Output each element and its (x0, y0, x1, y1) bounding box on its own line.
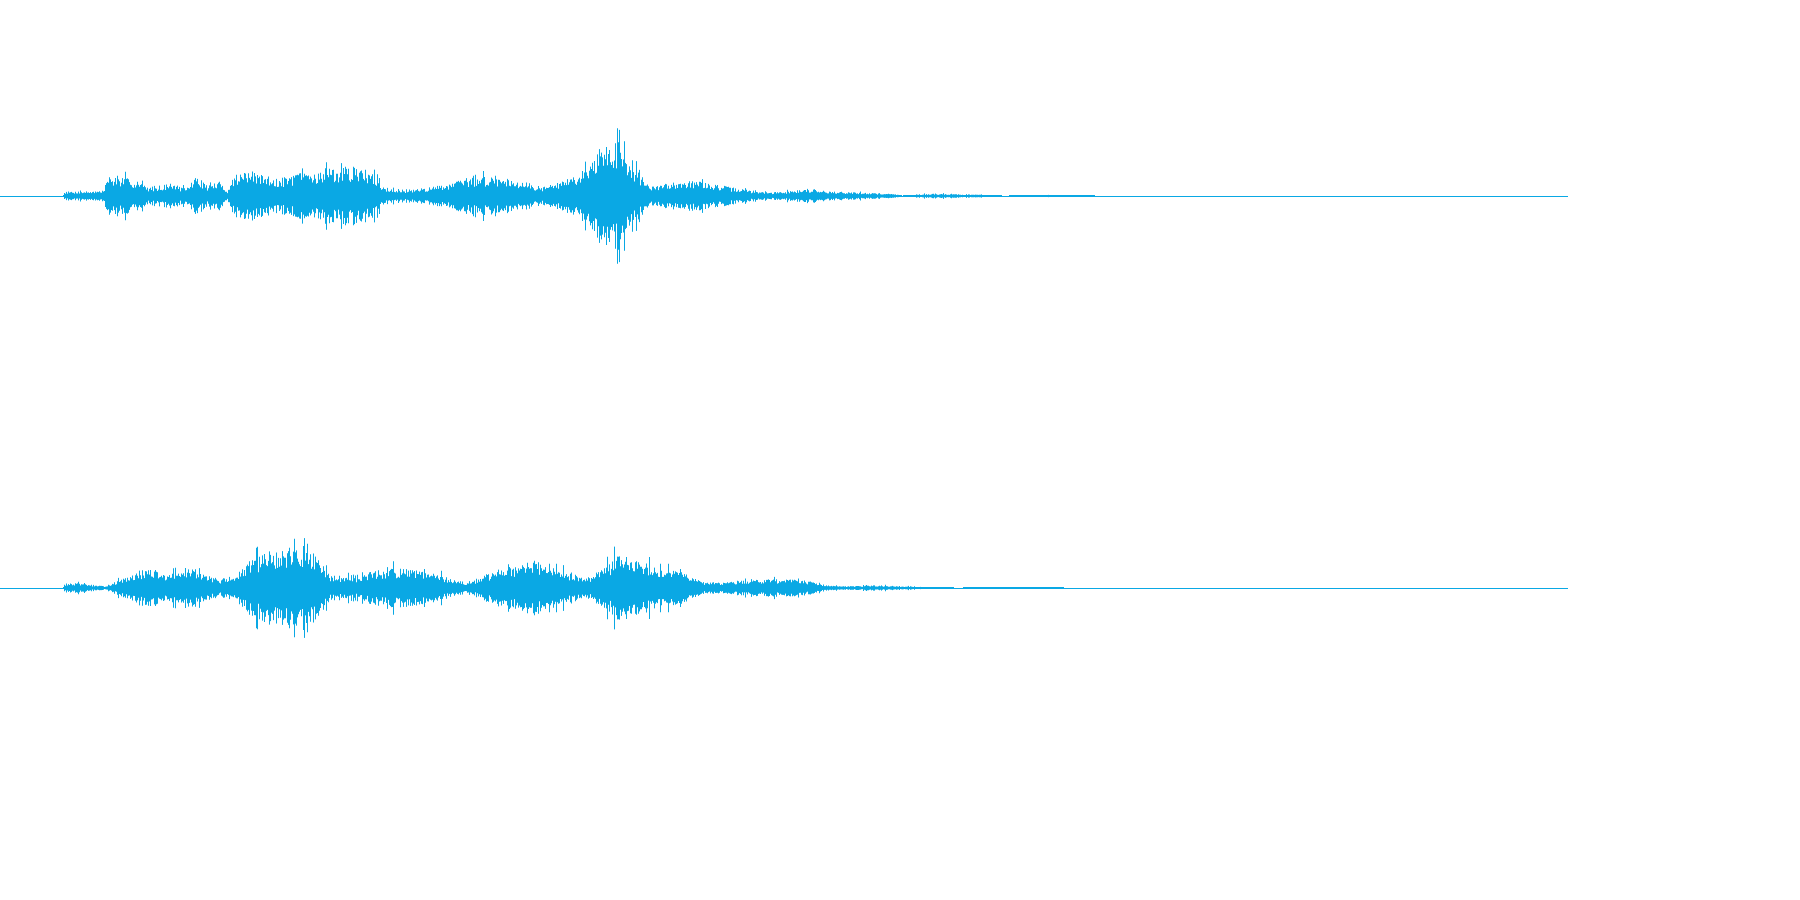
waveform-channel-2[interactable] (0, 392, 1568, 784)
waveform-signal (63, 538, 1064, 638)
waveform-channel-1[interactable] (0, 0, 1568, 392)
waveform-channel-1-plot (0, 128, 1568, 264)
waveform-signal (63, 128, 1095, 264)
waveform-view[interactable] (0, 0, 1568, 784)
waveform-channel-2-plot (0, 538, 1568, 638)
